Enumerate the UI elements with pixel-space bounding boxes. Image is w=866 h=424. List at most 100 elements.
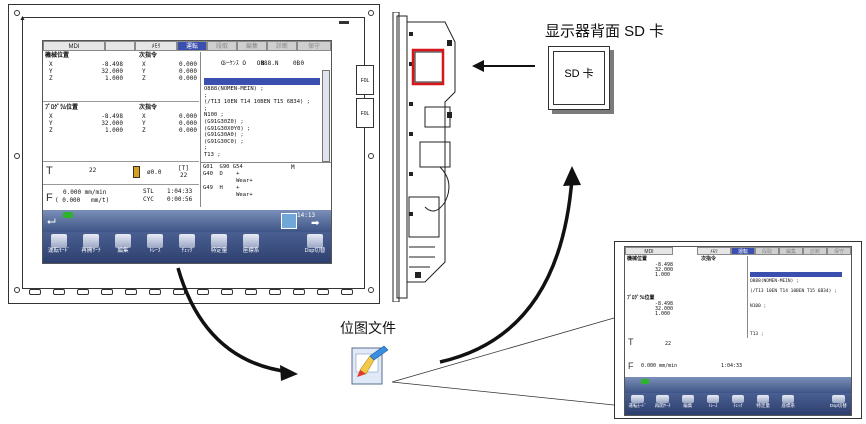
softkey-button[interactable]: 編集 [675, 395, 700, 410]
tab-diagnosis[interactable]: 診断 [267, 41, 297, 51]
hardware-softkey[interactable] [221, 289, 233, 295]
softkey-button[interactable]: 特定量 [203, 234, 235, 256]
next-z-axis: Z [142, 75, 146, 82]
modal-line: Wear+ [203, 192, 253, 198]
prog-scrollbar[interactable] [322, 70, 330, 162]
softkey-icon [731, 395, 745, 403]
softkey-button[interactable]: 再開ｻｰﾁ [75, 234, 107, 256]
tab-setup[interactable]: 段取 [207, 41, 237, 51]
hardware-softkey[interactable] [341, 289, 353, 295]
panel-model-mark [339, 21, 349, 24]
tab-edit[interactable]: 編集 [237, 41, 267, 51]
tab-run[interactable]: 運転 [177, 41, 207, 51]
softkey-icon [211, 234, 227, 248]
arrow-bitmap-to-sd [439, 177, 574, 364]
softkey-label: 運転ﾓｰﾄﾞ [47, 248, 70, 254]
softkey-label: 編集 [117, 248, 129, 254]
softkey-label: 編集 [683, 403, 693, 408]
mini-softkey-bar: 運転ﾓｰﾄﾞ再開ｻｰﾁ 編集 ﾄﾚｰｽ ﾁｪｯｸ 特定量 座標系 Dsp切替 [625, 393, 851, 415]
hardware-softkey[interactable] [29, 289, 41, 295]
screw-icon [14, 10, 20, 16]
softkey-button[interactable]: 座標系 [776, 395, 801, 410]
softkey-button[interactable]: ﾁｪｯｸ [725, 395, 750, 410]
mini-tool-number: 22 [665, 341, 672, 347]
cyc-label: CYC [143, 196, 154, 203]
softkey-button[interactable]: 座標系 [235, 234, 267, 256]
prog-x-value: -8.498 [101, 113, 123, 120]
hardware-softkey[interactable] [317, 289, 329, 295]
side-key[interactable]: F0L [356, 65, 374, 95]
stl-label: STL [143, 188, 154, 195]
softkey-button[interactable]: 運転ﾓｰﾄﾞ [43, 234, 75, 256]
modal-line: G01 G90 G54 [203, 164, 243, 170]
softkey-button[interactable]: 再開ｻｰﾁ [650, 395, 675, 410]
hardware-softkey[interactable] [293, 289, 305, 295]
hardware-softkey[interactable] [149, 289, 161, 295]
program-line: (G91G30A0) ; [204, 132, 244, 139]
mini-machine-x: -8.498 [655, 262, 674, 268]
tab-maintenance[interactable]: 保守 [297, 41, 331, 51]
hardware-softkey[interactable] [245, 289, 257, 295]
softkey-button[interactable]: ﾁｪｯｸ [171, 234, 203, 256]
hardware-softkey[interactable] [269, 289, 281, 295]
status-indicator [63, 212, 73, 218]
mode-badge [281, 213, 297, 229]
next-arrow-icon[interactable]: ➡ [311, 218, 320, 229]
mini-listing-panel: O888(NOMEN-MEIN) ; (/T13 10EN T14 10BEN … [747, 256, 851, 338]
cyc-time: 0:00:56 [167, 196, 193, 203]
back-arrow-icon[interactable]: ⮠ [47, 216, 56, 228]
program-line: (G91G30X0Y0) ; [204, 125, 251, 132]
softkey-icon [681, 395, 695, 403]
softkey-button[interactable]: 運転ﾓｰﾄﾞ [625, 395, 650, 410]
tab-blank[interactable] [105, 41, 135, 51]
softkey-label: ﾄﾚｰｽ [149, 248, 161, 254]
softkey-button[interactable]: Dsp切替 [299, 234, 331, 256]
program-line: (G91G30Z0) ; [204, 118, 244, 125]
hardware-softkey[interactable] [125, 289, 137, 295]
cnc-screen: MDI ﾒﾓﾘ 運転 段取 編集 診断 保守 機械位置 次指令 X Y Z -8… [42, 40, 332, 264]
hardware-softkey[interactable] [173, 289, 185, 295]
softkey-icon [307, 234, 323, 248]
bitmap-file-icon [351, 345, 389, 385]
machine-y-value: 32.000 [101, 68, 123, 75]
hardware-softkey[interactable] [53, 289, 65, 295]
softkey-label: 特定量 [210, 248, 228, 254]
next2-y-axis: Y [142, 120, 146, 127]
stl-time: 1:04:33 [167, 188, 193, 195]
arrow-screen-to-bitmap [176, 267, 291, 374]
softkey-label: 特定量 [756, 403, 770, 408]
softkey-button[interactable]: ﾄﾚｰｽ [700, 395, 725, 410]
softkey-label: ﾄﾚｰｽ [708, 403, 718, 408]
side-key[interactable]: F0L [356, 98, 374, 128]
hardware-softkey[interactable] [77, 289, 89, 295]
mini-softkey-labels: 運転ﾓｰﾄﾞ再開ｻｰﾁ 編集 ﾄﾚｰｽ ﾁｪｯｸ 特定量 座標系 Dsp切替 [625, 393, 851, 415]
softkey-button[interactable]: ﾄﾚｰｽ [139, 234, 171, 256]
arrow-to-sd-slot [472, 60, 535, 72]
status-bar: ⮠ 14:13 ➡ [43, 210, 331, 232]
softkey-button[interactable]: 特定量 [751, 395, 776, 410]
mini-machine-z: 1.000 [655, 272, 671, 278]
program-line: O888(NOMEN-MEIN) ; [204, 86, 264, 92]
next-z-value: 0.000 [178, 75, 197, 82]
tab-memory[interactable]: ﾒﾓﾘ [135, 41, 177, 51]
feed-row: F 0.000 mm/min ( 0.000 mm/t) STL 1:04:33… [43, 184, 199, 210]
hardware-softkey-row [29, 289, 369, 297]
bitmap-file-label: 位图文件 [340, 320, 396, 336]
bitmap-preview-screen: MDI ﾒﾓﾘ 運転 段取 編集 診断 保守 機械位置 次指令 -8.498 3… [624, 246, 852, 416]
softkey-button[interactable]: 編集 [107, 234, 139, 256]
mini-feed-label: F [628, 361, 634, 371]
program-line: ; [204, 145, 208, 152]
screw-icon [368, 287, 374, 293]
tab-mdi[interactable]: MDI [43, 41, 105, 51]
side-lower-board [408, 196, 440, 238]
hardware-softkey[interactable] [101, 289, 113, 295]
callout-line-bottom [391, 381, 615, 406]
softkey-button[interactable]: Dsp切替 [826, 395, 851, 410]
softkey-button[interactable] [801, 395, 826, 403]
softkey-label: ﾁｪｯｸ [181, 248, 193, 254]
softkey-label: Dsp切替 [304, 248, 326, 254]
mini-prog-line: O888(NOMEN-MEIN) ; [750, 279, 799, 284]
hardware-softkey[interactable] [197, 289, 209, 295]
program-line: ; [204, 105, 208, 112]
